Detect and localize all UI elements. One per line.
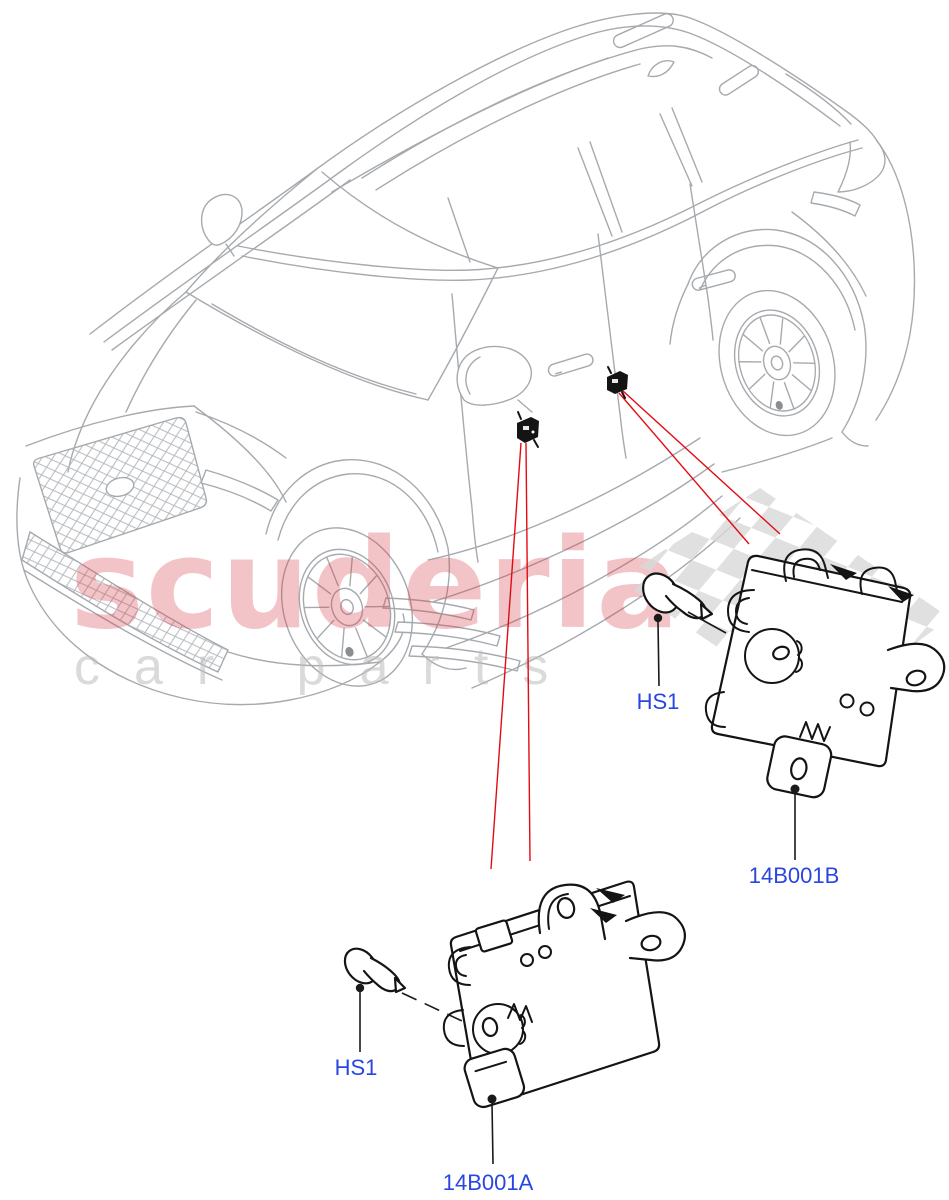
roof-antenna [647,60,675,78]
front-wheel [265,459,467,687]
grille-badge [105,476,135,498]
mounting-tab [463,1047,526,1109]
c-pillar [689,183,714,341]
vehicle-illustration [16,12,916,706]
label-14b001b[interactable]: 14B001B [749,863,840,888]
front-door-front-edge [451,293,479,563]
b-pillar [597,233,627,459]
side-body-lines [200,57,867,689]
headlamp [200,469,279,512]
lower-grille [21,530,229,673]
module-14b001b-drawing [704,548,946,799]
front-door-module-marker [517,411,539,448]
screw-hs1-front-drawing [343,947,463,1022]
brand-watermark: scuderia [70,513,682,657]
label-hs1-rear[interactable]: HS1 [637,689,680,714]
callout-leaders [355,613,800,1165]
label-hs1-front[interactable]: HS1 [335,1055,378,1080]
left-mirror [456,345,532,406]
module-14b001a-drawing [442,880,687,1109]
rear-quarter [669,140,916,473]
rear-door-module-marker [607,366,628,399]
right-mirror [200,193,243,246]
front-door-handle [547,353,594,377]
front-fascia [16,411,521,706]
label-14b001a[interactable]: 14B001A [443,1170,534,1195]
mounting-ear [886,642,946,693]
rear-door-handle [691,269,736,291]
windshield-hood-lines [25,167,499,503]
brand-watermark-subtitle: car parts [74,638,582,696]
roof-lines [89,12,886,351]
rear-wheel [718,289,836,437]
red-leader-lines [490,390,781,870]
screw-hs1-rear-drawing [642,572,727,634]
tail-lamp [810,191,861,217]
